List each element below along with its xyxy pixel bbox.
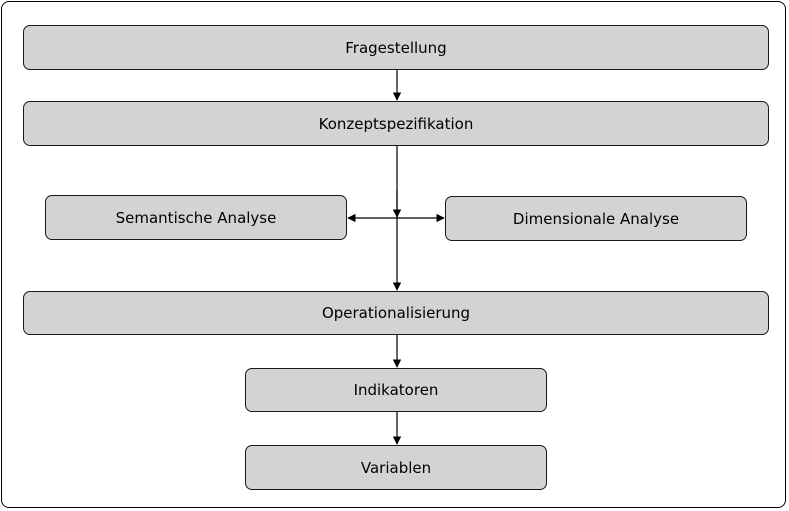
node-label: Dimensionale Analyse — [512, 209, 680, 228]
node-label: Konzeptspezifikation — [318, 114, 474, 133]
node-indikatoren: Indikatoren — [245, 368, 547, 412]
node-konzeptspezifikation: Konzeptspezifikation — [23, 101, 769, 146]
node-label: Variablen — [360, 458, 432, 477]
node-fragestellung: Fragestellung — [23, 25, 769, 70]
node-variablen: Variablen — [245, 445, 547, 490]
node-semantische-analyse: Semantische Analyse — [45, 195, 347, 240]
node-label: Operationalisierung — [321, 304, 471, 322]
node-label: Indikatoren — [353, 381, 439, 399]
node-label: Semantische Analyse — [115, 208, 277, 227]
node-label: Fragestellung — [345, 38, 447, 57]
node-dimensionale-analyse: Dimensionale Analyse — [445, 196, 747, 241]
node-operationalisierung: Operationalisierung — [23, 291, 769, 335]
